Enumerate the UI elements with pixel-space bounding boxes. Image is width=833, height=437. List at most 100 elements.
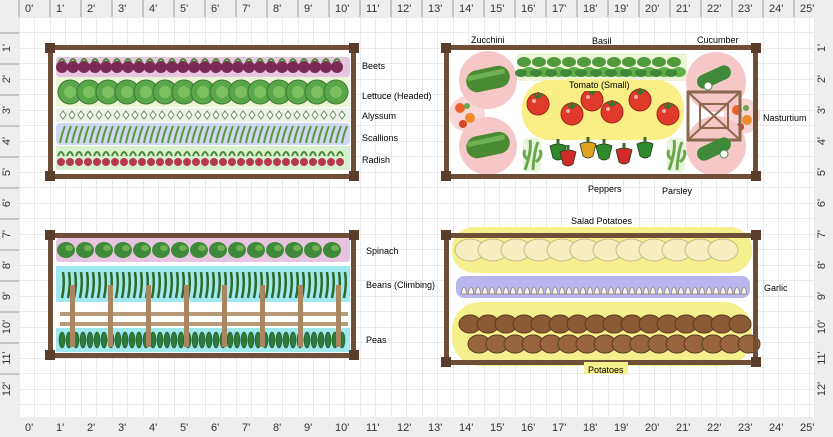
trellis-post bbox=[146, 285, 151, 347]
pea-plant bbox=[205, 331, 213, 349]
ruler-top-label: 8' bbox=[273, 3, 281, 15]
spinach-row[interactable] bbox=[56, 238, 350, 262]
lettuce-row[interactable] bbox=[56, 77, 350, 107]
scallion-plant bbox=[185, 125, 192, 144]
scallion-plant bbox=[293, 125, 300, 144]
pea-plant bbox=[324, 331, 332, 349]
bean-plant bbox=[198, 271, 204, 299]
bean-plant bbox=[234, 271, 240, 299]
garlic-plant bbox=[537, 286, 545, 295]
cucumber-trellis[interactable] bbox=[686, 52, 746, 176]
radish-plant bbox=[318, 151, 326, 166]
spinach-plant bbox=[190, 242, 208, 258]
ruler-top-label: 24' bbox=[769, 3, 783, 15]
ruler-bottom-label: 11' bbox=[366, 422, 380, 434]
bed-3-frame bbox=[45, 230, 359, 360]
peas-row[interactable] bbox=[56, 328, 350, 352]
beans-row[interactable] bbox=[56, 266, 350, 302]
alyssum-plant bbox=[311, 110, 319, 120]
label-radish: Radish bbox=[362, 155, 390, 165]
scallion-plant bbox=[281, 125, 288, 144]
alyssum-plant bbox=[239, 110, 247, 120]
alyssum-plant bbox=[257, 110, 265, 120]
potato-plants bbox=[458, 314, 761, 354]
garlic-plant bbox=[544, 286, 552, 295]
scallion-plant bbox=[149, 125, 156, 144]
ruler-bottom-label: 7' bbox=[242, 422, 250, 434]
garlic-plant bbox=[516, 286, 524, 295]
parsley-plant-right[interactable] bbox=[666, 138, 687, 172]
scallion-plant bbox=[299, 125, 306, 144]
trellis-post bbox=[70, 285, 75, 347]
bed-2[interactable]: Zucchini Basil Cucumber Tomato (Small) N… bbox=[441, 35, 807, 196]
trellis-post bbox=[298, 285, 303, 347]
alyssum-plant bbox=[302, 110, 310, 120]
pea-plant bbox=[226, 331, 234, 349]
bean-plant bbox=[306, 271, 312, 299]
zucchini-plant-bottom[interactable] bbox=[459, 117, 517, 175]
ruler-bottom-label: 5' bbox=[180, 422, 188, 434]
salad-potatoes-row[interactable] bbox=[452, 227, 752, 273]
ruler-top-label: 25' bbox=[800, 3, 814, 15]
garlic-row[interactable] bbox=[456, 276, 750, 298]
scallion-plant bbox=[59, 125, 66, 144]
scallions-row[interactable] bbox=[56, 123, 350, 145]
garlic-plant bbox=[558, 286, 566, 295]
scallion-plant bbox=[83, 125, 90, 144]
lettuce-plant bbox=[323, 79, 349, 105]
parsley-plant-left[interactable] bbox=[522, 138, 543, 172]
tomato-area[interactable] bbox=[522, 80, 684, 140]
ruler-bottom-label: 8' bbox=[273, 422, 281, 434]
pea-plant bbox=[268, 331, 276, 349]
ruler-right-label: 1' bbox=[816, 44, 828, 52]
garlic-plant bbox=[712, 286, 720, 295]
alyssum-plant bbox=[194, 110, 202, 120]
ruler-top-label: 21' bbox=[676, 3, 690, 15]
radish-plant bbox=[57, 151, 65, 166]
tomato-plant bbox=[560, 102, 584, 126]
beets-row[interactable] bbox=[56, 57, 350, 77]
garlic-plant bbox=[656, 286, 664, 295]
bean-plant bbox=[252, 271, 258, 299]
pepper-plants[interactable] bbox=[549, 137, 654, 167]
ruler-top-label: 3' bbox=[118, 3, 126, 15]
label-garlic: Garlic bbox=[764, 283, 788, 293]
scallion-plant bbox=[77, 125, 84, 144]
radish-plant bbox=[309, 151, 317, 166]
zucchini-plant-top[interactable] bbox=[459, 51, 517, 109]
radish-row[interactable] bbox=[56, 146, 350, 170]
ruler-bottom-label: 22' bbox=[707, 422, 721, 434]
ruler-bottom-label: 18' bbox=[583, 422, 597, 434]
spinach-plant bbox=[247, 242, 265, 258]
ruler-left-label: 11' bbox=[1, 351, 13, 365]
bean-plant bbox=[84, 271, 90, 299]
scallion-plant bbox=[167, 125, 174, 144]
ruler-left-label: 9' bbox=[1, 292, 13, 300]
bean-plant bbox=[78, 271, 84, 299]
beet-plant bbox=[177, 58, 189, 73]
alyssum-row[interactable] bbox=[56, 108, 350, 122]
garlic-plant bbox=[593, 286, 601, 295]
basil-row[interactable] bbox=[515, 53, 687, 81]
ruler-left-label: 1' bbox=[1, 44, 13, 52]
pea-plant bbox=[191, 331, 199, 349]
potatoes-row[interactable] bbox=[452, 302, 761, 366]
radish-plant bbox=[300, 151, 308, 166]
salad-potato-plants bbox=[454, 238, 739, 262]
bed-4[interactable]: Salad Potatoes Garlic Potatoes bbox=[441, 215, 788, 375]
bed-1[interactable]: Beets Lettuce (Headed) Alyssum Scallions… bbox=[45, 43, 432, 181]
label-cucumber: Cucumber bbox=[697, 35, 739, 45]
spinach-plant bbox=[114, 242, 132, 258]
radish-plants bbox=[57, 151, 344, 166]
garlic-plant bbox=[663, 286, 671, 295]
radish-plant bbox=[84, 151, 92, 166]
beet-plant bbox=[111, 58, 123, 73]
ruler-bottom-label: 25' bbox=[800, 422, 814, 434]
garlic-plant bbox=[551, 286, 559, 295]
bean-plant bbox=[324, 271, 330, 299]
bed-3[interactable]: Spinach Beans (Climbing) Peas bbox=[45, 230, 435, 360]
pepper-plant bbox=[636, 137, 654, 159]
garlic-band bbox=[456, 276, 750, 298]
scallion-plant bbox=[131, 125, 138, 144]
